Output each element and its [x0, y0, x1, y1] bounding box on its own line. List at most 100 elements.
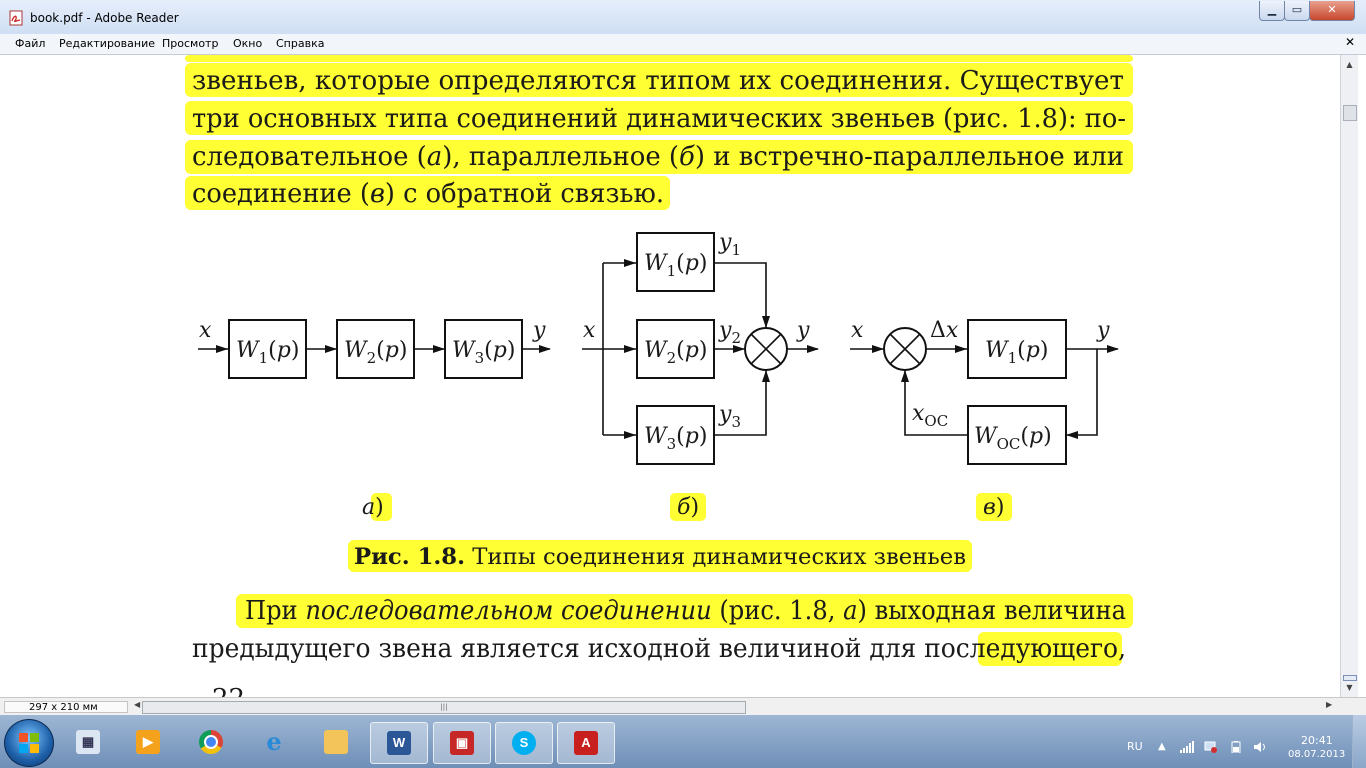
- windows-logo-icon: [19, 733, 39, 753]
- parallel-output-label: y: [796, 318, 810, 343]
- parallel-block-1: [636, 232, 715, 292]
- adobe-reader-icon: A: [574, 731, 598, 755]
- feedback-output-label: y: [1096, 318, 1110, 343]
- close-document-icon[interactable]: ✕: [1345, 35, 1356, 49]
- vertical-scrollbar[interactable]: ▲ ▼: [1340, 55, 1358, 697]
- signal-strength-icon[interactable]: [1180, 741, 1194, 753]
- media-player-icon: ▶: [136, 730, 160, 754]
- calculator-icon: ▦: [76, 730, 100, 754]
- label-b-highlight: [670, 493, 706, 521]
- feedback-input-label: x: [851, 318, 864, 343]
- feedback-error-label: Δx: [930, 318, 959, 343]
- start-button[interactable]: [4, 719, 54, 767]
- page-size-display: 297 x 210 мм: [4, 701, 128, 713]
- highlight-line-2: [185, 101, 1133, 135]
- highlight-line-0: [185, 55, 1133, 62]
- paragraph1-line3: следовательное (а), параллельное (б) и в…: [192, 142, 1124, 172]
- horizontal-scroll-thumb[interactable]: |||: [142, 701, 746, 714]
- status-bar: 297 x 210 мм ◀ ||| ▶: [0, 697, 1366, 716]
- feedback-forward-block: [967, 319, 1067, 379]
- clock-date[interactable]: 08.07.2013: [1288, 749, 1346, 760]
- window-title-bar: book.pdf - Adobe Reader ▁ ▭ ✕: [0, 0, 1366, 35]
- parallel-block-3-label: W3(p): [644, 424, 707, 453]
- internet-explorer-icon: e: [266, 727, 282, 756]
- parallel-block-2-label: W2(p): [644, 338, 707, 367]
- series-block-2: [336, 319, 415, 379]
- taskbar-explorer[interactable]: [308, 722, 364, 762]
- label-c-highlight: [976, 493, 1012, 521]
- parallel-block-2: [636, 319, 715, 379]
- parallel-block-1-label: W1(p): [644, 251, 707, 280]
- parallel-y3-label: y3: [718, 402, 741, 431]
- feedback-loop-block-label: WOC(p): [974, 424, 1052, 453]
- figure-label-b: б): [677, 495, 699, 520]
- taskbar-save[interactable]: ▣: [433, 722, 491, 764]
- minimize-button[interactable]: ▁: [1259, 1, 1285, 21]
- figure-label-c: в): [983, 495, 1004, 520]
- menu-window[interactable]: Окно: [233, 37, 263, 50]
- document-page[interactable]: звеньев, которые определяются типом их с…: [0, 55, 1340, 697]
- feedback-signal-label: xOC: [912, 401, 948, 430]
- menu-edit[interactable]: Редактирование: [59, 37, 155, 50]
- highlight-line-3: [185, 140, 1133, 174]
- show-desktop-button[interactable]: [1352, 715, 1366, 768]
- maximize-button[interactable]: ▭: [1284, 1, 1310, 21]
- menu-help[interactable]: Справка: [276, 37, 325, 50]
- paragraph1-line4: соединение (в) с обратной связью.: [192, 179, 664, 209]
- battery-icon[interactable]: [1229, 741, 1243, 753]
- feedback-loop-block: [967, 405, 1067, 465]
- vertical-scroll-thumb[interactable]: [1343, 105, 1357, 121]
- vertical-scroll-marker: [1343, 675, 1357, 681]
- paragraph1-line2: три основных типа соединений динамически…: [192, 104, 1126, 134]
- series-block-1: [228, 319, 307, 379]
- page-content: звеньев, которые определяются типом их с…: [185, 55, 1133, 697]
- horizontal-scrollbar[interactable]: ◀ ||| ▶: [134, 700, 1336, 714]
- diagram-parallel: x W1(p) W2(p) W3(p) y1 y2 y3 y: [582, 230, 819, 465]
- series-block-1-label: W1(p): [236, 338, 299, 367]
- skype-icon: S: [512, 731, 536, 755]
- paragraph2-line2: предыдущего звена является исходной вели…: [192, 634, 1126, 664]
- taskbar-media-player[interactable]: ▶: [120, 722, 176, 762]
- taskbar-chrome[interactable]: [183, 722, 239, 762]
- word-icon: W: [387, 731, 411, 755]
- scroll-right-icon[interactable]: ▶: [1326, 700, 1333, 709]
- menu-bar: Файл Редактирование Просмотр Окно Справк…: [0, 34, 1366, 55]
- clock-time[interactable]: 20:41: [1301, 734, 1333, 747]
- caption-highlight: [348, 540, 972, 572]
- folder-icon: [324, 730, 348, 754]
- paragraph1-line1: звеньев, которые определяются типом их с…: [192, 66, 1124, 96]
- close-button[interactable]: ✕: [1309, 1, 1355, 21]
- series-output-label: y: [532, 318, 546, 343]
- diagram-series: x W1(p) W2(p) W3(p) y: [198, 318, 551, 379]
- taskbar: ▦ ▶ e W ▣ S A RU ▲ 20:41 08.07.2013: [0, 715, 1366, 768]
- pdf-document-icon: [9, 10, 23, 26]
- feedback-forward-block-label: W1(p): [985, 338, 1048, 367]
- taskbar-word[interactable]: W: [370, 722, 428, 764]
- menu-file[interactable]: Файл: [15, 37, 46, 50]
- network-disconnected-icon[interactable]: [1204, 741, 1218, 753]
- taskbar-skype[interactable]: S: [495, 722, 553, 764]
- floppy-disk-icon: ▣: [450, 731, 474, 755]
- chrome-icon: [199, 730, 223, 754]
- menu-view[interactable]: Просмотр: [162, 37, 219, 50]
- taskbar-internet-explorer[interactable]: e: [246, 722, 302, 762]
- taskbar-adobe-reader[interactable]: A: [557, 722, 615, 764]
- paragraph2-highlight-1: [236, 594, 1133, 628]
- volume-icon[interactable]: [1253, 741, 1267, 753]
- scroll-down-icon[interactable]: ▼: [1346, 683, 1353, 692]
- series-block-3-label: W3(p): [452, 338, 515, 367]
- language-indicator[interactable]: RU: [1127, 740, 1143, 753]
- scroll-up-icon[interactable]: ▲: [1346, 60, 1353, 69]
- highlight-line-1: [185, 63, 1133, 97]
- parallel-y2-label: y2: [718, 318, 741, 347]
- taskbar-calculator[interactable]: ▦: [60, 722, 116, 762]
- show-hidden-icons-icon[interactable]: ▲: [1158, 741, 1166, 752]
- diagram-feedback: x Δx W1(p) y WOC(p) xOC: [850, 318, 1119, 465]
- page-number: 22: [212, 684, 245, 697]
- figure-caption: Рис. 1.8. Типы соединения динамических з…: [354, 544, 966, 570]
- series-input-label: x: [199, 318, 212, 343]
- scroll-left-icon[interactable]: ◀: [134, 700, 141, 709]
- label-a-highlight: [371, 493, 392, 521]
- paragraph2-highlight-2: [978, 632, 1122, 666]
- highlight-line-4: [185, 176, 670, 210]
